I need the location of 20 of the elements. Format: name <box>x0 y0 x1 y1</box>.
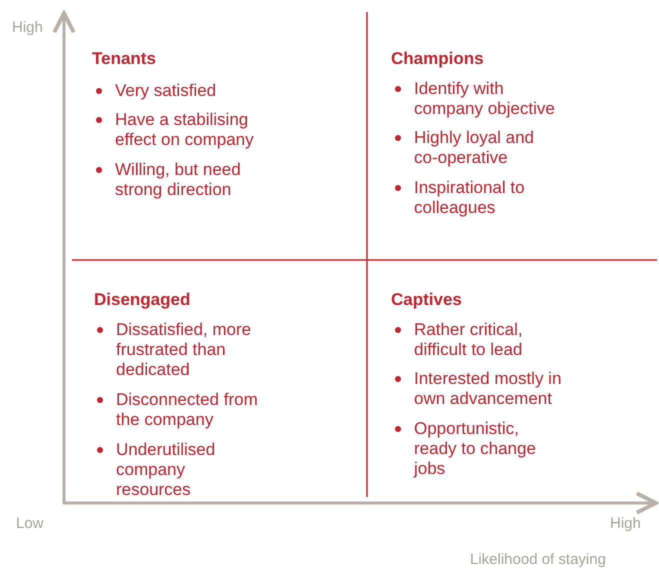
quadrant-heading: Champions <box>391 49 484 69</box>
bullet-item: Underutilised company resources <box>93 440 263 500</box>
bullet-item: Have a stabilising effect on company <box>92 110 267 150</box>
bullet-item: Highly loyal and co-operative <box>391 128 556 168</box>
bullet-item: Identify with company objective <box>391 79 556 119</box>
bullet-item: Dissatisfied, more frustrated than dedicated <box>93 320 263 380</box>
bullet-item: Disconnected from the company <box>93 390 263 430</box>
bullet-item: Interested mostly in own advancement <box>391 369 563 409</box>
axis-label: Likelihood of staying <box>470 550 606 570</box>
bullet-item: Inspirational to colleagues <box>391 178 556 218</box>
axis-label: Low <box>16 514 44 534</box>
quadrant-heading: Captives <box>391 290 462 310</box>
bullet-item: Very satisfied <box>92 81 267 101</box>
axis-label: High <box>610 514 641 534</box>
quadrant-heading: Disengaged <box>94 290 190 310</box>
bullet-item: Opportunistic, ready to change jobs <box>391 419 563 479</box>
quadrant-heading: Tenants <box>92 49 156 69</box>
bullet-item: Rather critical, difficult to lead <box>391 320 563 360</box>
bullet-item: Willing, but need strong direction <box>92 160 267 200</box>
axis-label: High <box>12 18 43 38</box>
